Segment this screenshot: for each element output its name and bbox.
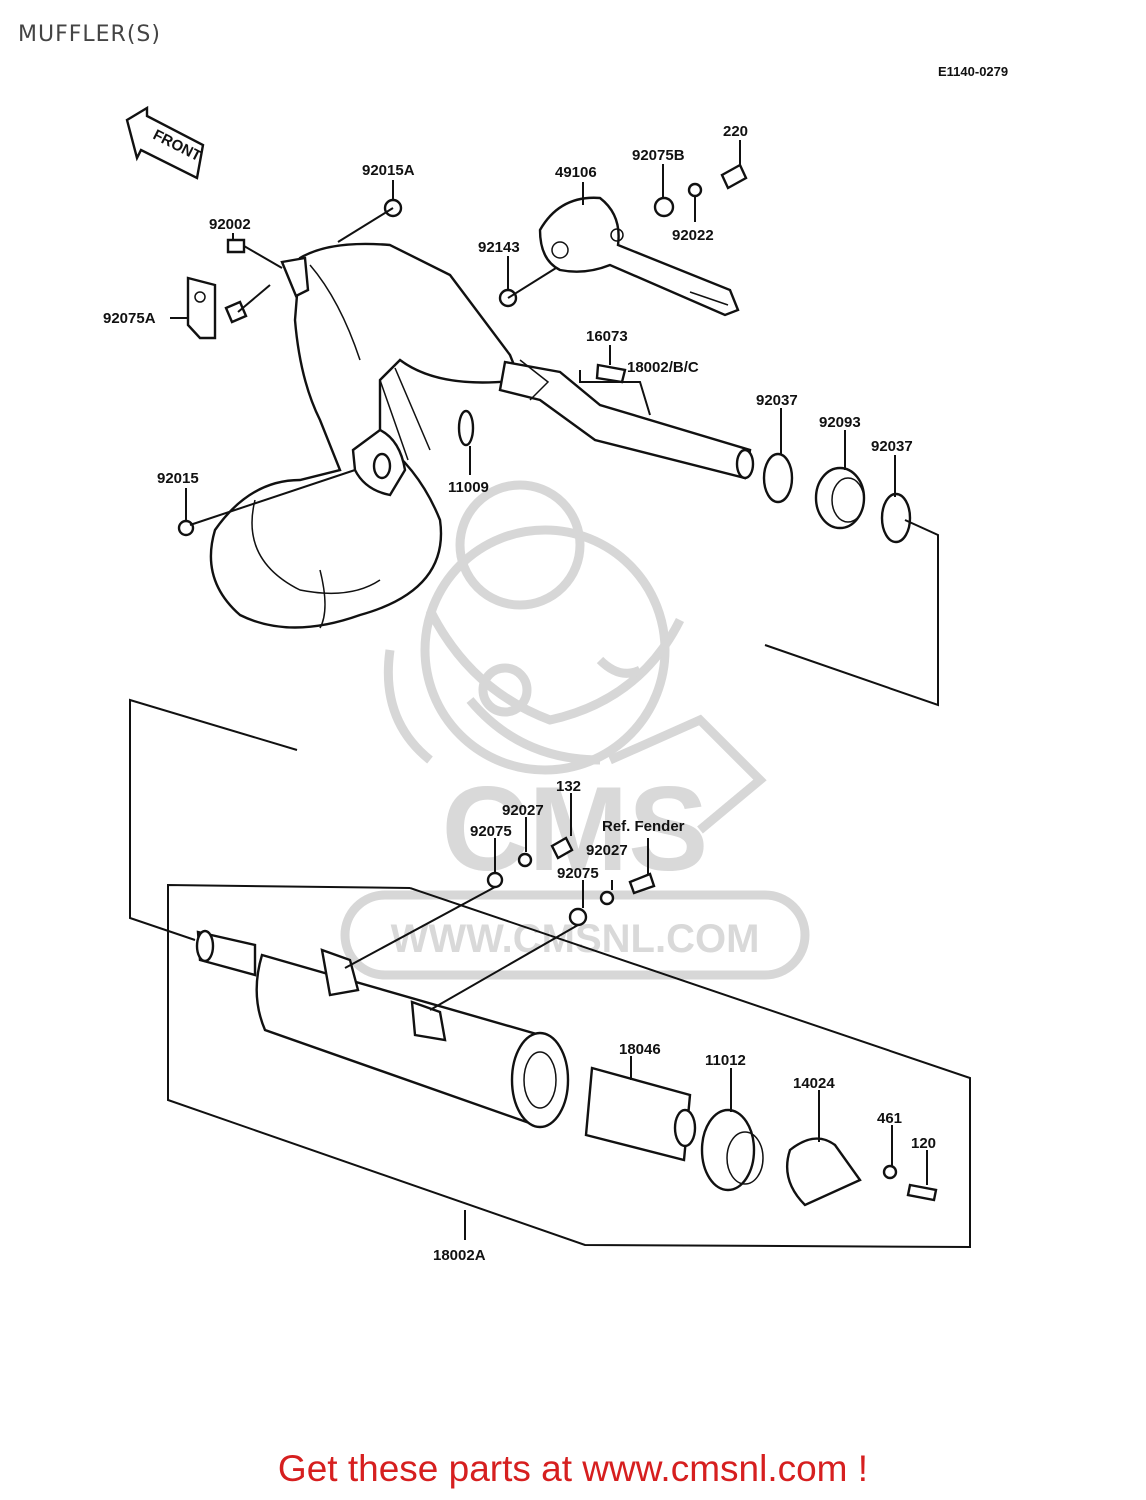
part-label: 92075 xyxy=(470,823,512,840)
muffler-mount-hardware xyxy=(486,836,656,927)
part-label: 92075B xyxy=(632,147,685,164)
part-label: 92075 xyxy=(557,865,599,882)
bolt-220 xyxy=(720,163,748,190)
diagram-code: E1140-0279 xyxy=(938,64,1008,79)
hardware-parts xyxy=(177,163,912,544)
part-labels: 92015A 49106 92075B 220 92002 92143 9202… xyxy=(103,123,936,1264)
part-label: 92143 xyxy=(478,239,520,256)
collar-92075-b xyxy=(568,907,588,927)
muffler-18002a xyxy=(195,929,570,1129)
part-label: 18046 xyxy=(619,1041,661,1058)
part-label: 132 xyxy=(556,778,581,795)
leader-lines xyxy=(129,140,971,1249)
part-label: 49106 xyxy=(555,164,597,181)
bolt-120 xyxy=(906,1183,938,1202)
tail-cap-14024 xyxy=(785,1137,862,1207)
packing-18046 xyxy=(584,1066,692,1162)
part-label: 120 xyxy=(911,1135,936,1152)
part-label: 92027 xyxy=(502,802,544,819)
part-label: 18002A xyxy=(433,1247,486,1264)
bolt-ref-fender xyxy=(628,872,656,895)
part-label: 92093 xyxy=(819,414,861,431)
part-label: 92037 xyxy=(871,438,913,455)
part-label: 92002 xyxy=(209,216,251,233)
clamp-92037-a xyxy=(762,452,794,504)
front-arrow-icon: FRONT xyxy=(125,105,205,180)
pad-16073 xyxy=(595,363,627,384)
part-label: 16073 xyxy=(586,328,628,345)
nut-92015 xyxy=(177,519,195,537)
washer-461 xyxy=(882,1164,898,1180)
part-label: 18002/B/C xyxy=(627,359,699,376)
washer-92022 xyxy=(687,182,703,198)
part-label: 92015 xyxy=(157,470,199,487)
part-label: 220 xyxy=(723,123,748,140)
part-label: 461 xyxy=(877,1110,902,1127)
part-label: 11012 xyxy=(705,1052,746,1069)
collar-92075-a xyxy=(486,871,504,889)
part-label: 92022 xyxy=(672,227,714,244)
part-label: 92075A xyxy=(103,310,156,327)
clamp-92037-b xyxy=(880,492,912,544)
bracket-49106 xyxy=(538,196,740,317)
part-label: 92027 xyxy=(586,842,628,859)
bolt-132 xyxy=(550,836,574,860)
muffler-internals xyxy=(584,1066,938,1207)
part-label: 92015A xyxy=(362,162,415,179)
collar-92075b xyxy=(653,196,675,218)
expansion-chamber xyxy=(209,242,755,629)
part-label-ref-fender: Ref. Fender xyxy=(602,818,685,835)
gasket-11009 xyxy=(457,409,475,447)
bracket-92075a xyxy=(186,238,248,340)
grommet-92027-a xyxy=(517,852,533,868)
watermark-logo-text: CMS xyxy=(442,762,709,896)
part-label: 14024 xyxy=(793,1075,835,1092)
grommet-92027-b xyxy=(599,890,615,906)
part-label: 92037 xyxy=(756,392,798,409)
part-label: 11009 xyxy=(448,479,489,496)
page-title: MUFFLER(S) xyxy=(18,22,161,47)
footer-link[interactable]: Get these parts at www.cmsnl.com ! xyxy=(277,1448,869,1489)
